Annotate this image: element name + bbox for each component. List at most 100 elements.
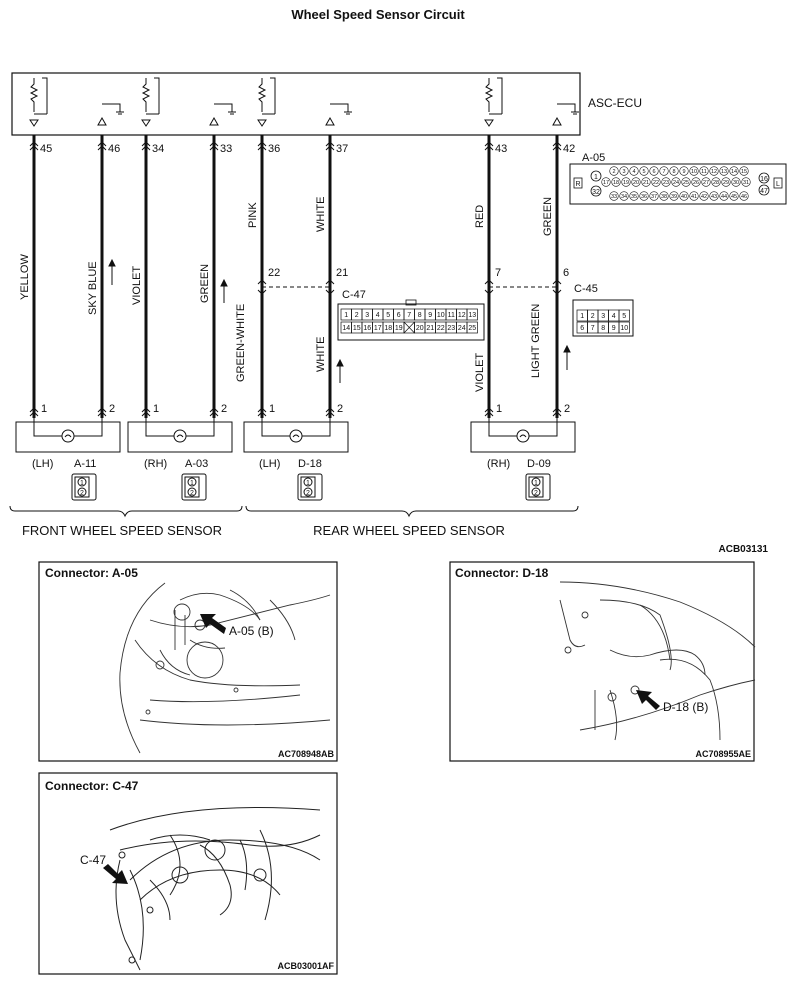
c47-pin-label: 4 — [376, 312, 380, 319]
junction-pin-6: 6 — [563, 267, 569, 279]
junction-pin-22: 22 — [268, 267, 280, 279]
c47-pin-label: 5 — [386, 312, 390, 319]
pin-36: 36 — [268, 143, 280, 155]
conn-face-pin-1: 1 — [190, 480, 194, 487]
rear-group-label: REAR WHEEL SPEED SENSOR — [313, 523, 505, 538]
engine-bay-drawing — [119, 582, 331, 754]
c47-pin-label: 14 — [342, 325, 350, 332]
locator-code: AC708955AE — [695, 749, 751, 759]
connector-face-d18: 1 2 — [297, 473, 323, 501]
pin-37: 37 — [336, 143, 348, 155]
wire-label-red: RED — [474, 205, 486, 228]
sensor-conn-a11: A-11 — [74, 458, 96, 470]
locator-title: Connector: C-47 — [45, 779, 139, 793]
c47-pin-label: 16 — [363, 325, 371, 332]
ecu-pin-label: 45 — [731, 194, 737, 200]
wires — [32, 135, 559, 418]
ecu-pin-label: 38 — [661, 194, 667, 200]
ecu-pin-cell — [758, 172, 770, 184]
wire-label-sky-blue: SKY BLUE — [87, 261, 99, 315]
ecu-pin-label: 3 — [622, 169, 625, 175]
callout-arrow-a05 — [200, 614, 226, 634]
ecu-pin-label: 44 — [721, 194, 727, 200]
pin-34: 34 — [152, 143, 164, 155]
sensor-pin-a03-2: 2 — [221, 403, 227, 415]
resistor-symbol-34 — [141, 77, 160, 127]
ecu-pin-label: 40 — [681, 194, 687, 200]
wire-label-green-white: GREEN-WHITE — [235, 304, 247, 382]
ecu-pin-label: 29 — [723, 180, 729, 186]
ecu-pin-cell — [609, 166, 619, 176]
c47-pin-label: 25 — [468, 325, 476, 332]
c45-pin-label: 5 — [622, 313, 626, 320]
ecu-pin-label: 19 — [623, 180, 629, 186]
ecu-pin-cell — [619, 191, 629, 201]
ecu-pin-label: 5 — [642, 169, 645, 175]
ecu-pin-label: 1 — [594, 174, 598, 181]
asc-ecu-box: ASC-ECU — [11, 72, 642, 136]
ecu-pin-cell — [679, 166, 689, 176]
sensor-conn-a03: A-03 — [185, 458, 208, 470]
wire-label-yellow: YELLOW — [19, 254, 31, 300]
ecu-pin-label: 36 — [641, 194, 647, 200]
ecu-pin-label: 47 — [760, 188, 768, 195]
ecu-pin-label: 27 — [703, 180, 709, 186]
ecu-pin-cell — [729, 166, 739, 176]
c47-pin-label: 23 — [447, 325, 455, 332]
pin-46: 46 — [108, 143, 120, 155]
ecu-pin-cell — [661, 177, 671, 187]
ecu-pin-cell — [691, 177, 701, 187]
sensor-boxes — [15, 418, 576, 453]
ecu-pin-label: 22 — [653, 180, 659, 186]
c47-pin-cell — [466, 308, 478, 321]
ecu-pin-cell — [659, 166, 669, 176]
locator-a05: Connector: A-05 A-05 (B) AC708948AB — [38, 561, 338, 762]
ecu-pin-cell — [590, 185, 602, 197]
locator-title: Connector: A-05 — [45, 566, 138, 580]
ecu-pin-cell — [669, 191, 679, 201]
ecu-pin-label: 21 — [643, 180, 649, 186]
ecu-pin-label: 9 — [682, 169, 685, 175]
ecu-pin-cell — [669, 166, 679, 176]
sensor-pin-a11-1: 1 — [41, 403, 47, 415]
ecu-pin-label: 33 — [611, 194, 617, 200]
sensor-box-d09 — [470, 418, 576, 453]
conn-face-pin-1: 1 — [306, 480, 310, 487]
c45-pin-cell — [618, 321, 630, 334]
wire-color-labels: YELLOW SKY BLUE VIOLET GREEN PINK WHITE … — [19, 197, 554, 392]
c47-pin-label: 20 — [416, 325, 424, 332]
c47-pin-label: 17 — [374, 325, 382, 332]
sensor-pin-d18-1: 1 — [269, 403, 275, 415]
sensor-chevrons — [29, 407, 562, 417]
ground-symbol-37 — [325, 103, 352, 126]
c47-pin-label: 1 — [344, 312, 348, 319]
c47-pin-label: 10 — [437, 312, 445, 319]
ecu-pin-chevrons — [29, 141, 562, 151]
ecu-pin-cell — [681, 177, 691, 187]
locator-callout: C-47 — [80, 853, 106, 867]
junction-pin-21: 21 — [336, 267, 348, 279]
ground-symbol-33 — [209, 103, 236, 126]
c45-pin-label: 7 — [591, 325, 595, 332]
connector-face-d09: 1 2 — [525, 473, 551, 501]
ecu-side-l: L — [776, 181, 780, 188]
sensor-pin-d09-1: 1 — [496, 403, 502, 415]
ecu-pin-label: 8 — [672, 169, 675, 175]
wire-label-white-upper: WHITE — [315, 197, 327, 232]
c47-pin-cell — [466, 321, 478, 334]
ecu-pin-label: 12 — [711, 169, 717, 175]
ecu-pin-label: 17 — [603, 180, 609, 186]
ecu-pin-cell — [689, 166, 699, 176]
ecu-pin-cell — [729, 191, 739, 201]
ecu-pin-cell — [689, 191, 699, 201]
ground-symbol-42 — [552, 103, 579, 126]
resistor-symbol-45 — [29, 77, 48, 127]
sensor-box-a11 — [15, 418, 121, 453]
ecu-pin-label: 34 — [621, 194, 627, 200]
sensor-pin-a03-1: 1 — [153, 403, 159, 415]
ecu-side-r: R — [575, 181, 580, 188]
ecu-pin-cell — [699, 191, 709, 201]
ecu-pin-cell — [601, 177, 611, 187]
